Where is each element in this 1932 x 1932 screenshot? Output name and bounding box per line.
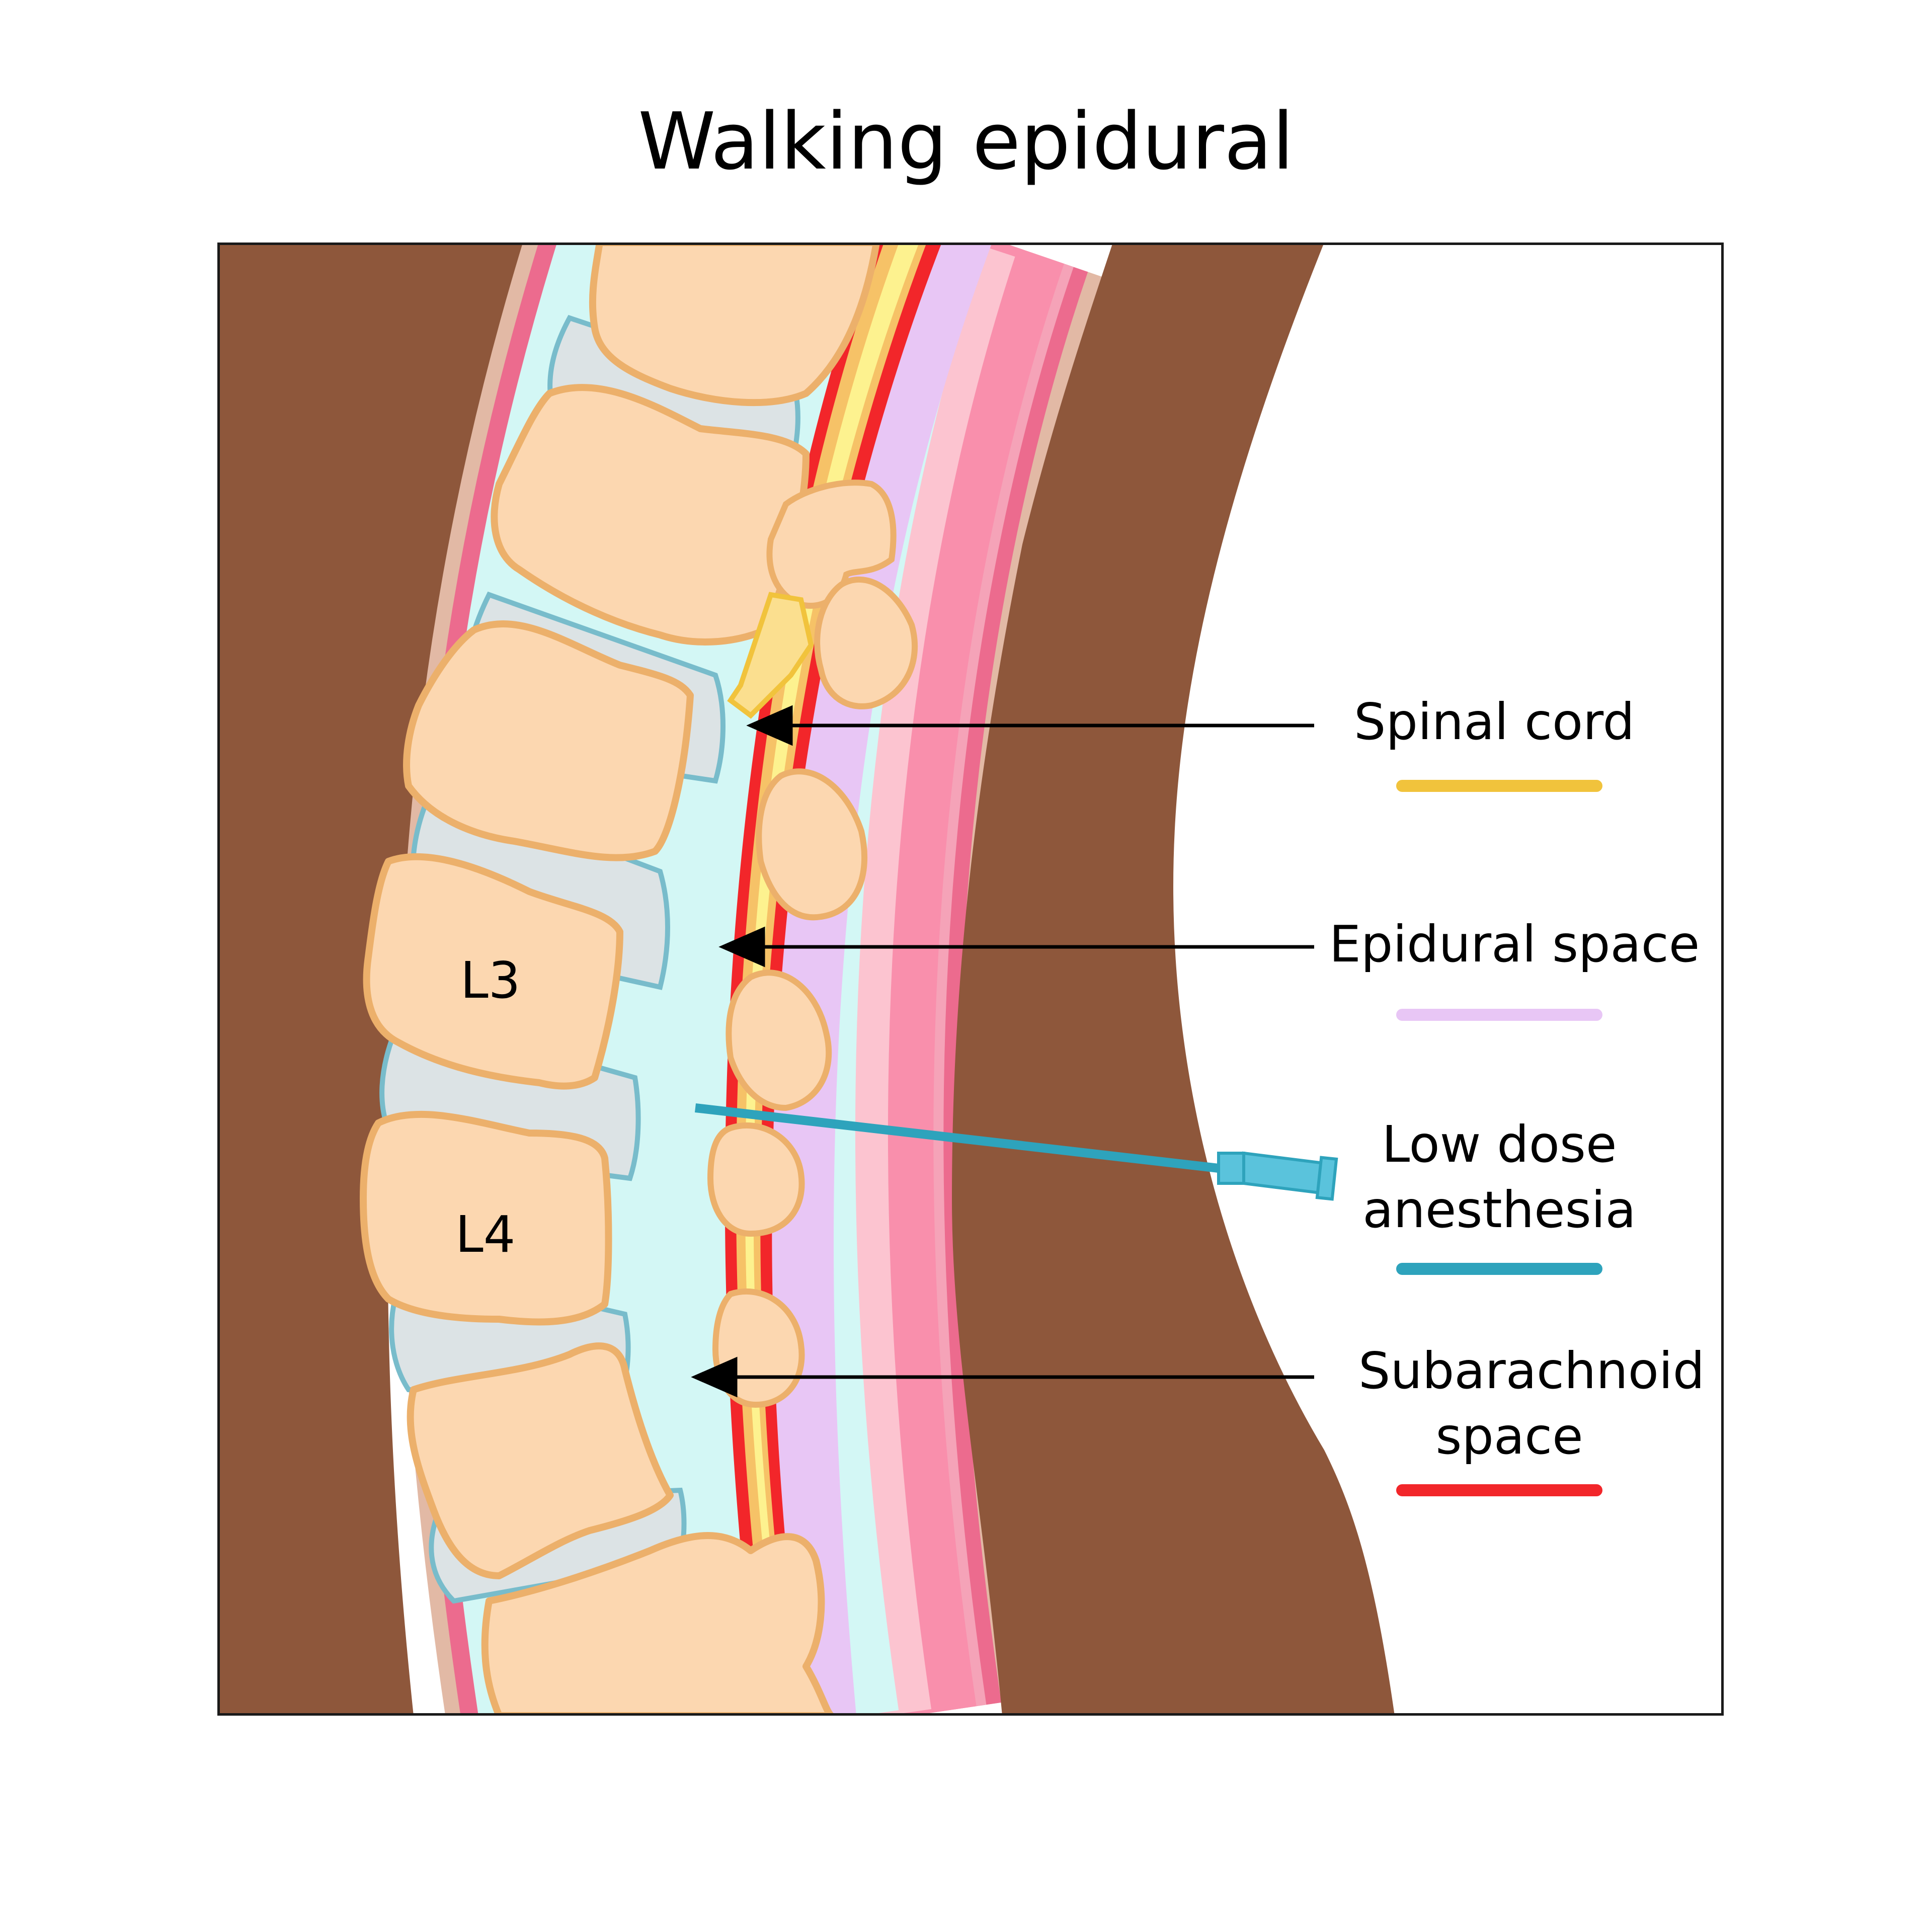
vertebra-label-l3: L3: [460, 951, 521, 1010]
vertebra-l2: [403, 620, 694, 861]
vertebral-bodies: [360, 243, 880, 1716]
diagram-title: Walking epidural: [638, 96, 1294, 187]
spine-illustration: [217, 243, 1724, 1716]
legend-swatch-epidural-space: [1396, 1009, 1602, 1021]
legend-swatch-spinal-cord: [1396, 780, 1602, 792]
pointer-arrows: [691, 705, 1314, 1398]
legend-label-low-dose-anesthesia: Low dose anesthesia: [1362, 1115, 1636, 1239]
vertebra-l4: [360, 1110, 612, 1326]
ligament-flavum: [727, 592, 814, 719]
legend-swatch-low-dose-anesthesia: [1396, 1263, 1602, 1275]
syringe-icon: [1217, 1151, 1338, 1201]
vertebra-top: [589, 243, 880, 407]
vertebra-l3: [363, 853, 623, 1090]
skin-front: [952, 243, 1395, 1716]
vertebra-label-l4: L4: [455, 1205, 516, 1264]
legend-label-spinal-cord: Spinal cord: [1354, 692, 1635, 751]
vertebra-l1: [491, 384, 810, 646]
legend-label-epidural-space: Epidural space: [1329, 915, 1700, 974]
legend-label-subarachnoid-space: Subarachnoid space: [1358, 1341, 1705, 1466]
legend-swatch-subarachnoid-space: [1396, 1484, 1602, 1496]
vertebra-l5: [407, 1342, 674, 1579]
epidural-needle: [694, 1103, 1220, 1173]
